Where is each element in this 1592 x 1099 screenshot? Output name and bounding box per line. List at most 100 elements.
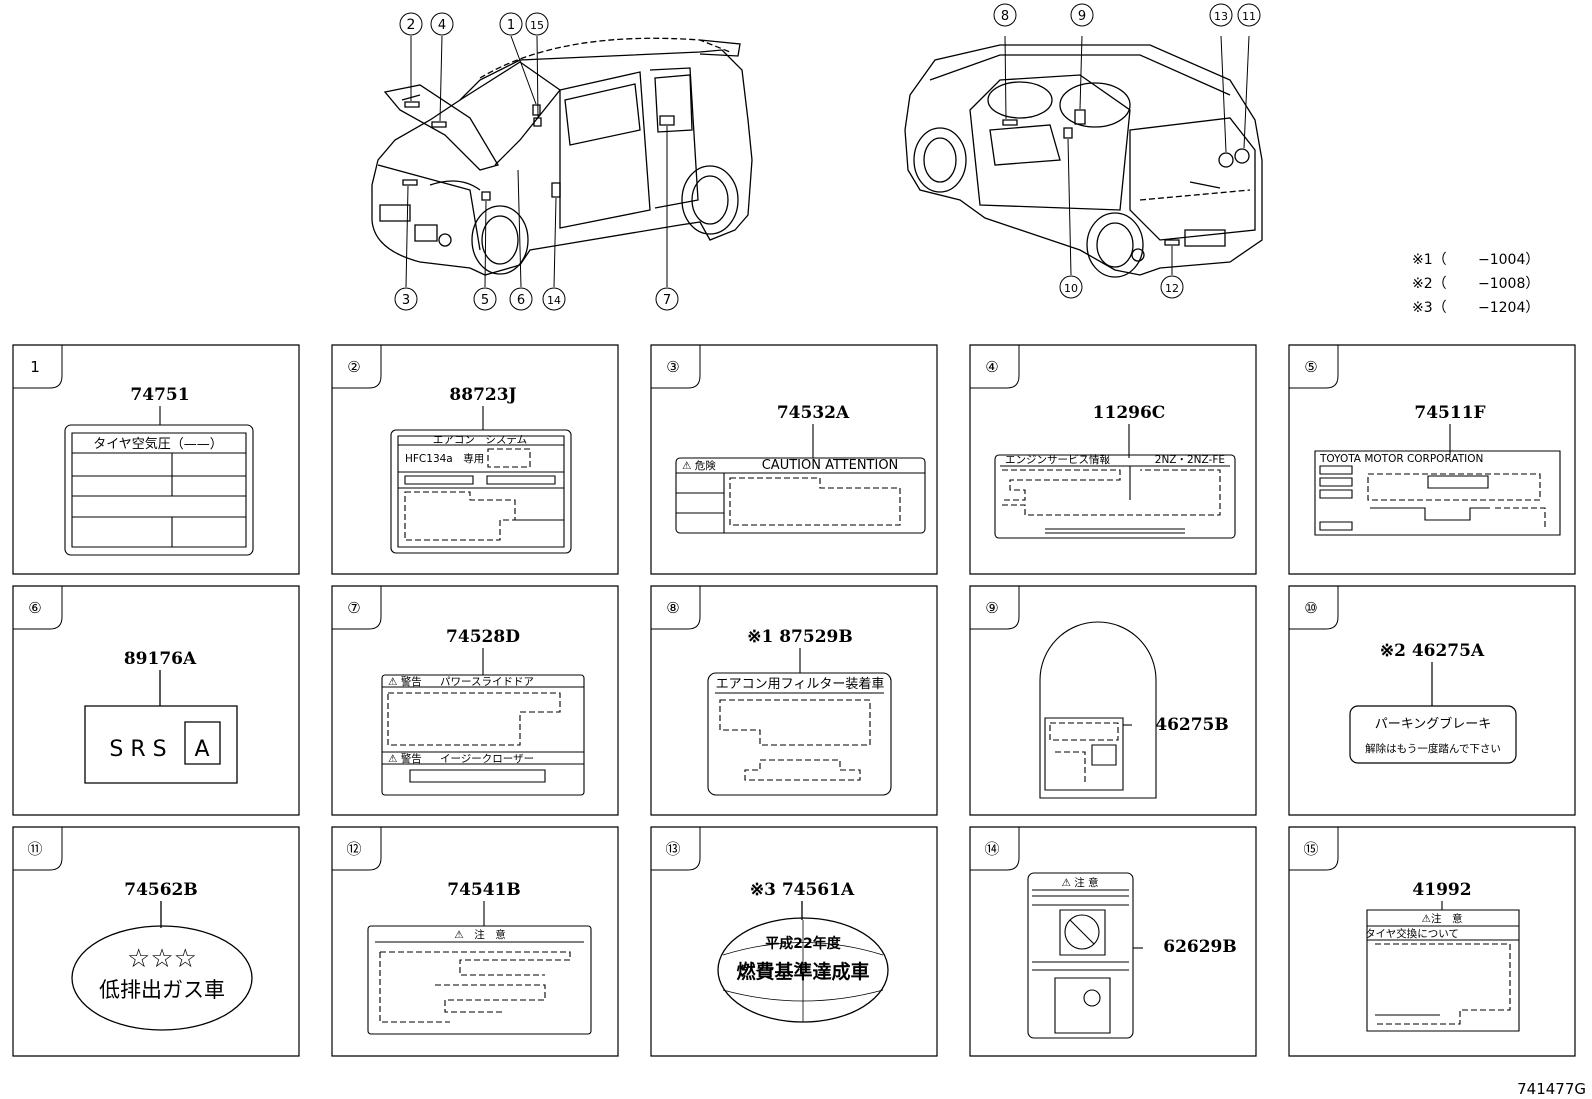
label-74532A bbox=[676, 424, 925, 533]
label-62629B bbox=[1028, 873, 1143, 1038]
note-3-range: −1204） bbox=[1478, 300, 1539, 316]
label-89176A-srs: S R S bbox=[109, 737, 166, 762]
label-89176A bbox=[85, 670, 237, 783]
panel-10-part: ※2 46275A bbox=[1380, 641, 1485, 661]
label-41992 bbox=[1367, 901, 1519, 1031]
label-74561A-text: 燃費基準達成車 bbox=[736, 960, 869, 983]
car-front-view bbox=[372, 38, 752, 275]
label-46275B bbox=[1040, 622, 1156, 798]
callout-circles bbox=[395, 4, 1260, 310]
label-74528D bbox=[382, 648, 584, 795]
panel-13-num: ⑬ bbox=[665, 840, 680, 858]
callout-11: 11 bbox=[1242, 10, 1256, 23]
callout-9: 9 bbox=[1078, 9, 1086, 24]
panel-9-num: ⑨ bbox=[985, 599, 998, 617]
figure-id: 741477G bbox=[1517, 1080, 1586, 1098]
panel-2-num: ② bbox=[347, 358, 360, 376]
panel-5-num: ⑤ bbox=[1304, 358, 1317, 376]
label-88723J-refrigerant: HFC134a 専用 bbox=[405, 453, 484, 465]
panel-5-part: 74511F bbox=[1414, 403, 1485, 423]
callout-8: 8 bbox=[1001, 9, 1009, 24]
label-11296C-title: エンジンサービス情報 bbox=[1005, 453, 1110, 466]
note-2-mark: ※2（ bbox=[1412, 276, 1447, 292]
callout-5: 5 bbox=[481, 293, 489, 308]
panel-8-num: ⑧ bbox=[666, 599, 679, 617]
panel-6-part: 89176A bbox=[124, 649, 197, 669]
callout-3: 3 bbox=[402, 293, 410, 308]
label-46275A-line1: パーキングブレーキ bbox=[1375, 716, 1492, 732]
label-41992-title: ⚠注 意 bbox=[1422, 912, 1463, 925]
panel-3-part: 74532A bbox=[777, 403, 850, 423]
label-74528D-warn2: ⚠ 警告 bbox=[388, 752, 422, 765]
label-74751-title: タイヤ空気圧（——） bbox=[93, 436, 223, 452]
panel-14-num: ⑭ bbox=[984, 840, 999, 858]
label-11296C bbox=[995, 424, 1235, 538]
note-2-range: −1008） bbox=[1478, 276, 1539, 292]
label-46275A-line2: 解除はもう一度踏んで下さい bbox=[1365, 742, 1501, 755]
label-88723J-title: エアコン システム bbox=[433, 434, 527, 446]
label-88723J bbox=[391, 406, 571, 553]
label-74511F bbox=[1315, 424, 1560, 535]
callout-2: 2 bbox=[407, 17, 416, 33]
panel-frames bbox=[13, 345, 1575, 1056]
panel-8-part: ※1 87529B bbox=[747, 627, 853, 647]
callout-15: 15 bbox=[530, 19, 544, 32]
label-74511F-maker: TOYOTA MOTOR CORPORATION bbox=[1319, 453, 1483, 465]
label-46275A bbox=[1350, 662, 1516, 763]
panel-1-num: 1 bbox=[30, 358, 40, 376]
callout-1: 1 bbox=[507, 18, 515, 33]
panel-13-part: ※3 74561A bbox=[750, 880, 855, 900]
front-leaders bbox=[406, 36, 667, 287]
applicability-notes: ※1（ −1004） ※2（ −1008） ※3（ −1204） bbox=[1412, 252, 1539, 316]
panel-2-part: 88723J bbox=[449, 385, 516, 405]
panel-number-tabs bbox=[13, 345, 1338, 870]
panel-4-num: ④ bbox=[985, 358, 998, 376]
panel-7-num: ⑦ bbox=[347, 599, 360, 617]
label-62629B-title: ⚠ 注 意 bbox=[1061, 876, 1098, 889]
callout-7: 7 bbox=[663, 293, 671, 308]
panel-4-part: 11296C bbox=[1093, 403, 1166, 423]
panel-6-num: ⑥ bbox=[28, 599, 41, 617]
label-74532A-caution: CAUTION ATTENTION bbox=[762, 458, 899, 473]
label-74561A-year: 平成22年度 bbox=[765, 935, 841, 952]
note-3-mark: ※3（ bbox=[1412, 300, 1447, 316]
label-74532A-danger: ⚠ 危険 bbox=[682, 460, 716, 472]
label-74751 bbox=[65, 406, 253, 555]
label-74562B-stars: ☆☆☆ bbox=[127, 944, 197, 974]
panel-10-num: ⑩ bbox=[1304, 599, 1317, 617]
label-74562B bbox=[72, 901, 252, 1030]
callout-14: 14 bbox=[547, 294, 561, 307]
panel-12-num: ⑫ bbox=[346, 840, 361, 858]
panel-14-part: 62629B bbox=[1163, 937, 1237, 957]
car-rear-view bbox=[905, 45, 1262, 277]
panel-1-part: 74751 bbox=[130, 385, 189, 405]
panel-9-part: 46275B bbox=[1155, 715, 1229, 735]
panel-11-num: ⑪ bbox=[27, 840, 42, 858]
label-41992-sub: タイヤ交換について bbox=[1365, 927, 1459, 940]
panel-7-part: 74528D bbox=[446, 627, 520, 647]
panel-12-part: 74541B bbox=[447, 880, 521, 900]
callout-6: 6 bbox=[517, 293, 525, 308]
label-74562B-text: 低排出ガス車 bbox=[99, 978, 225, 1002]
label-74528D-warn1: ⚠ 警告 bbox=[388, 675, 422, 688]
label-87529B-title: エアコン用フィルター装着車 bbox=[716, 676, 885, 692]
rear-leaders bbox=[1005, 36, 1249, 275]
panel-3-num: ③ bbox=[666, 358, 679, 376]
panel-15-part: 41992 bbox=[1412, 880, 1471, 900]
label-74528D-closer: イージークローザー bbox=[440, 753, 534, 765]
label-74528D-powerslide: パワースライドドア bbox=[440, 676, 534, 688]
label-87529B bbox=[708, 648, 891, 795]
label-74541B-title: ⚠ 注 意 bbox=[454, 928, 505, 941]
callout-13: 13 bbox=[1214, 10, 1228, 23]
label-74541B bbox=[368, 901, 591, 1034]
note-1-range: −1004） bbox=[1478, 252, 1539, 268]
callout-4: 4 bbox=[438, 18, 446, 33]
label-89176A-a: A bbox=[194, 737, 209, 762]
note-1-mark: ※1（ bbox=[1412, 252, 1447, 268]
label-11296C-engine: 2NZ・2NZ-FE bbox=[1155, 454, 1225, 466]
callout-10: 10 bbox=[1064, 282, 1078, 295]
label-74561A bbox=[718, 901, 888, 1022]
callout-12: 12 bbox=[1165, 282, 1179, 295]
panel-11-part: 74562B bbox=[124, 880, 198, 900]
